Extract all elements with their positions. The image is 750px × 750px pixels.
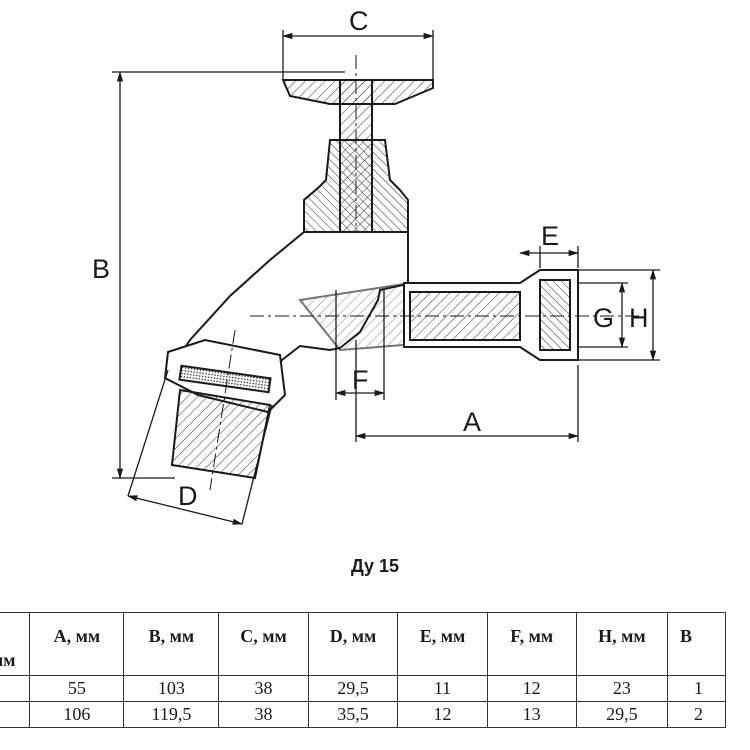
table-cell: 103 (123, 675, 220, 702)
size-caption: Ду 15 (350, 556, 400, 576)
dimensions-table: мм A, мм B, мм C, мм D, мм E, мм F, мм H… (0, 612, 727, 728)
table-row: 106 119,5 38 35,5 12 13 29,5 2 (0, 701, 727, 728)
table-cell: 119,5 (123, 701, 220, 728)
column-header: E, мм (397, 612, 488, 676)
faucet-body (163, 55, 640, 491)
table-cell: 38 (218, 701, 309, 728)
table-cell: 2 (666, 701, 727, 728)
table-cell: 1 (666, 675, 727, 702)
column-header: C, мм (218, 612, 309, 676)
column-header: B (666, 612, 727, 676)
table-row: 55 103 38 29,5 11 12 23 1 (0, 675, 727, 702)
table-cell: 35,5 (307, 701, 399, 728)
column-header: B, мм (123, 612, 220, 676)
column-header: A, мм (29, 612, 125, 676)
dimension-label-g: G (593, 303, 614, 333)
table-cell: 13 (486, 701, 577, 728)
column-header: мм (0, 612, 31, 676)
column-header: F, мм (486, 612, 577, 676)
dimension-label-f: F (352, 365, 369, 395)
dimension-lines (112, 30, 660, 525)
table-header-row: мм A, мм B, мм C, мм D, мм E, мм F, мм H… (0, 612, 727, 676)
table-cell: 12 (397, 701, 488, 728)
table-cell: 11 (397, 675, 488, 702)
column-header: D, мм (307, 612, 399, 676)
table-cell (0, 675, 31, 702)
dimension-label-h: H (629, 303, 649, 333)
dimension-label-e: E (541, 221, 559, 251)
table-cell: 29,5 (307, 675, 399, 702)
table-cell: 38 (218, 675, 309, 702)
dimension-label-c: C (349, 6, 369, 36)
table-cell: 12 (486, 675, 577, 702)
table-cell (0, 701, 31, 728)
dimension-label-d: D (178, 481, 198, 511)
table-cell: 23 (575, 675, 668, 702)
table-cell: 29,5 (575, 701, 668, 728)
table-cell: 55 (29, 675, 125, 702)
dimension-label-b: B (92, 254, 110, 284)
table-cell: 106 (29, 701, 125, 728)
dimension-label-a: A (463, 407, 481, 437)
column-header: H, мм (575, 612, 668, 676)
faucet-technical-drawing: C B E G H F A D (92, 6, 660, 525)
